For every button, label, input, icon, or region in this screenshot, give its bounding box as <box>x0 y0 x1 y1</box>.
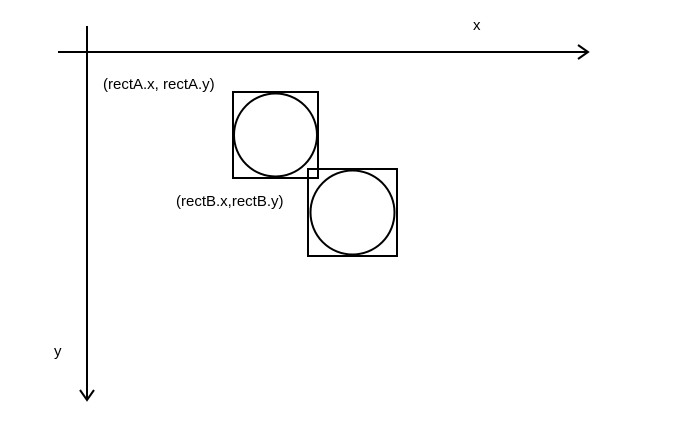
circle-b <box>309 169 396 256</box>
rect-a-origin-label: (rectA.x, rectA.y) <box>103 76 215 93</box>
rect-b <box>307 168 398 257</box>
x-axis-arrowhead <box>577 44 590 60</box>
x-axis-label: x <box>473 17 481 34</box>
circle-a <box>233 92 318 178</box>
rect-b-origin-label: (rectB.x,rectB.y) <box>176 193 284 210</box>
y-axis-label: y <box>54 343 62 360</box>
y-axis-arrowhead <box>79 389 95 402</box>
